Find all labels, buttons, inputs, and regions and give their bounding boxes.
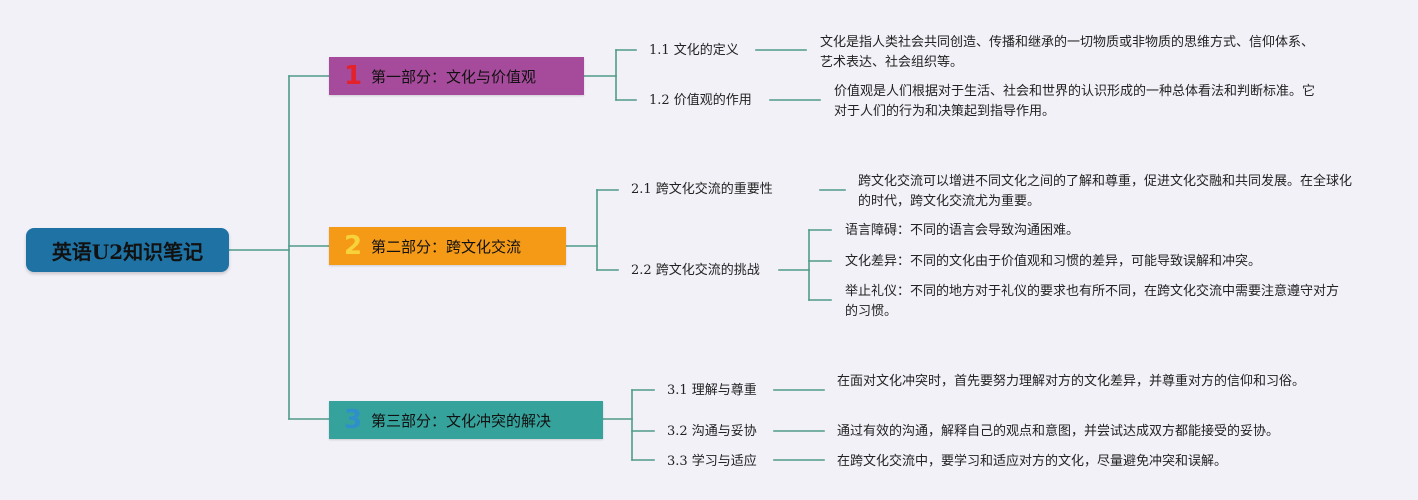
sub-3-3-label[interactable]: 3.3 学习与适应 xyxy=(667,454,757,469)
sub-1-1-text: 文化是指人类社会共同创造、传播和继承的一切物质或非物质的思维方式、信仰体系、艺术… xyxy=(820,35,1315,70)
sub-1-1-label[interactable]: 1.1 文化的定义 xyxy=(649,43,739,58)
sub-3-2-label[interactable]: 3.2 沟通与妥协 xyxy=(667,424,757,439)
part-3-node[interactable]: 3 第三部分：文化冲突的解决 xyxy=(329,401,603,439)
sub-3-2-text: 通过有效的沟通，解释自己的观点和意图，并尝试达成双方都能接受的妥协。 xyxy=(837,424,1280,439)
part-1-node[interactable]: 1 第一部分：文化与价值观 xyxy=(329,57,584,95)
root-label: 英语U2知识笔记 xyxy=(51,239,204,264)
part-1-title: 第一部分：文化与价值观 xyxy=(371,67,537,86)
sub-1-2-label[interactable]: 1.2 价值观的作用 xyxy=(649,93,752,108)
sub-3-1-text: 在面对文化冲突时，首先要努力理解对方的文化差异，并尊重对方的信仰和习俗。 xyxy=(837,374,1306,389)
sub-2-2-item-1: 语言障碍：不同的语言会导致沟通困难。 xyxy=(845,223,1080,238)
root-node[interactable]: 英语U2知识笔记 xyxy=(26,228,229,272)
part-2-title: 第二部分：跨文化交流 xyxy=(371,237,522,256)
part-2-node[interactable]: 2 第二部分：跨文化交流 xyxy=(329,227,566,265)
sub-3-1-label[interactable]: 3.1 理解与尊重 xyxy=(667,383,757,398)
part-3-number: 3 xyxy=(343,405,363,435)
sub-2-2-item-3: 举止礼仪：不同的地方对于礼仪的要求也有所不同，在跨文化交流中需要注意遵守对方的习… xyxy=(845,284,1340,319)
sub-1-2-text: 价值观是人们根据对于生活、社会和世界的认识形成的一种总体看法和判断标准。它对于人… xyxy=(834,84,1316,119)
part-2-number: 2 xyxy=(343,231,363,261)
part-3-title: 第三部分：文化冲突的解决 xyxy=(371,411,552,430)
sub-2-2-item-2: 文化差异：不同的文化由于价值观和习惯的差异，可能导致误解和冲突。 xyxy=(845,254,1262,269)
part-1-number: 1 xyxy=(343,61,363,91)
sub-2-1-label[interactable]: 2.1 跨文化交流的重要性 xyxy=(631,182,773,197)
sub-2-2-label[interactable]: 2.2 跨文化交流的挑战 xyxy=(631,263,760,278)
sub-2-1-text: 跨文化交流可以增进不同文化之间的了解和尊重，促进文化交融和共同发展。在全球化的时… xyxy=(858,174,1353,209)
sub-3-3-text: 在跨文化交流中，要学习和适应对方的文化，尽量避免冲突和误解。 xyxy=(837,454,1228,469)
